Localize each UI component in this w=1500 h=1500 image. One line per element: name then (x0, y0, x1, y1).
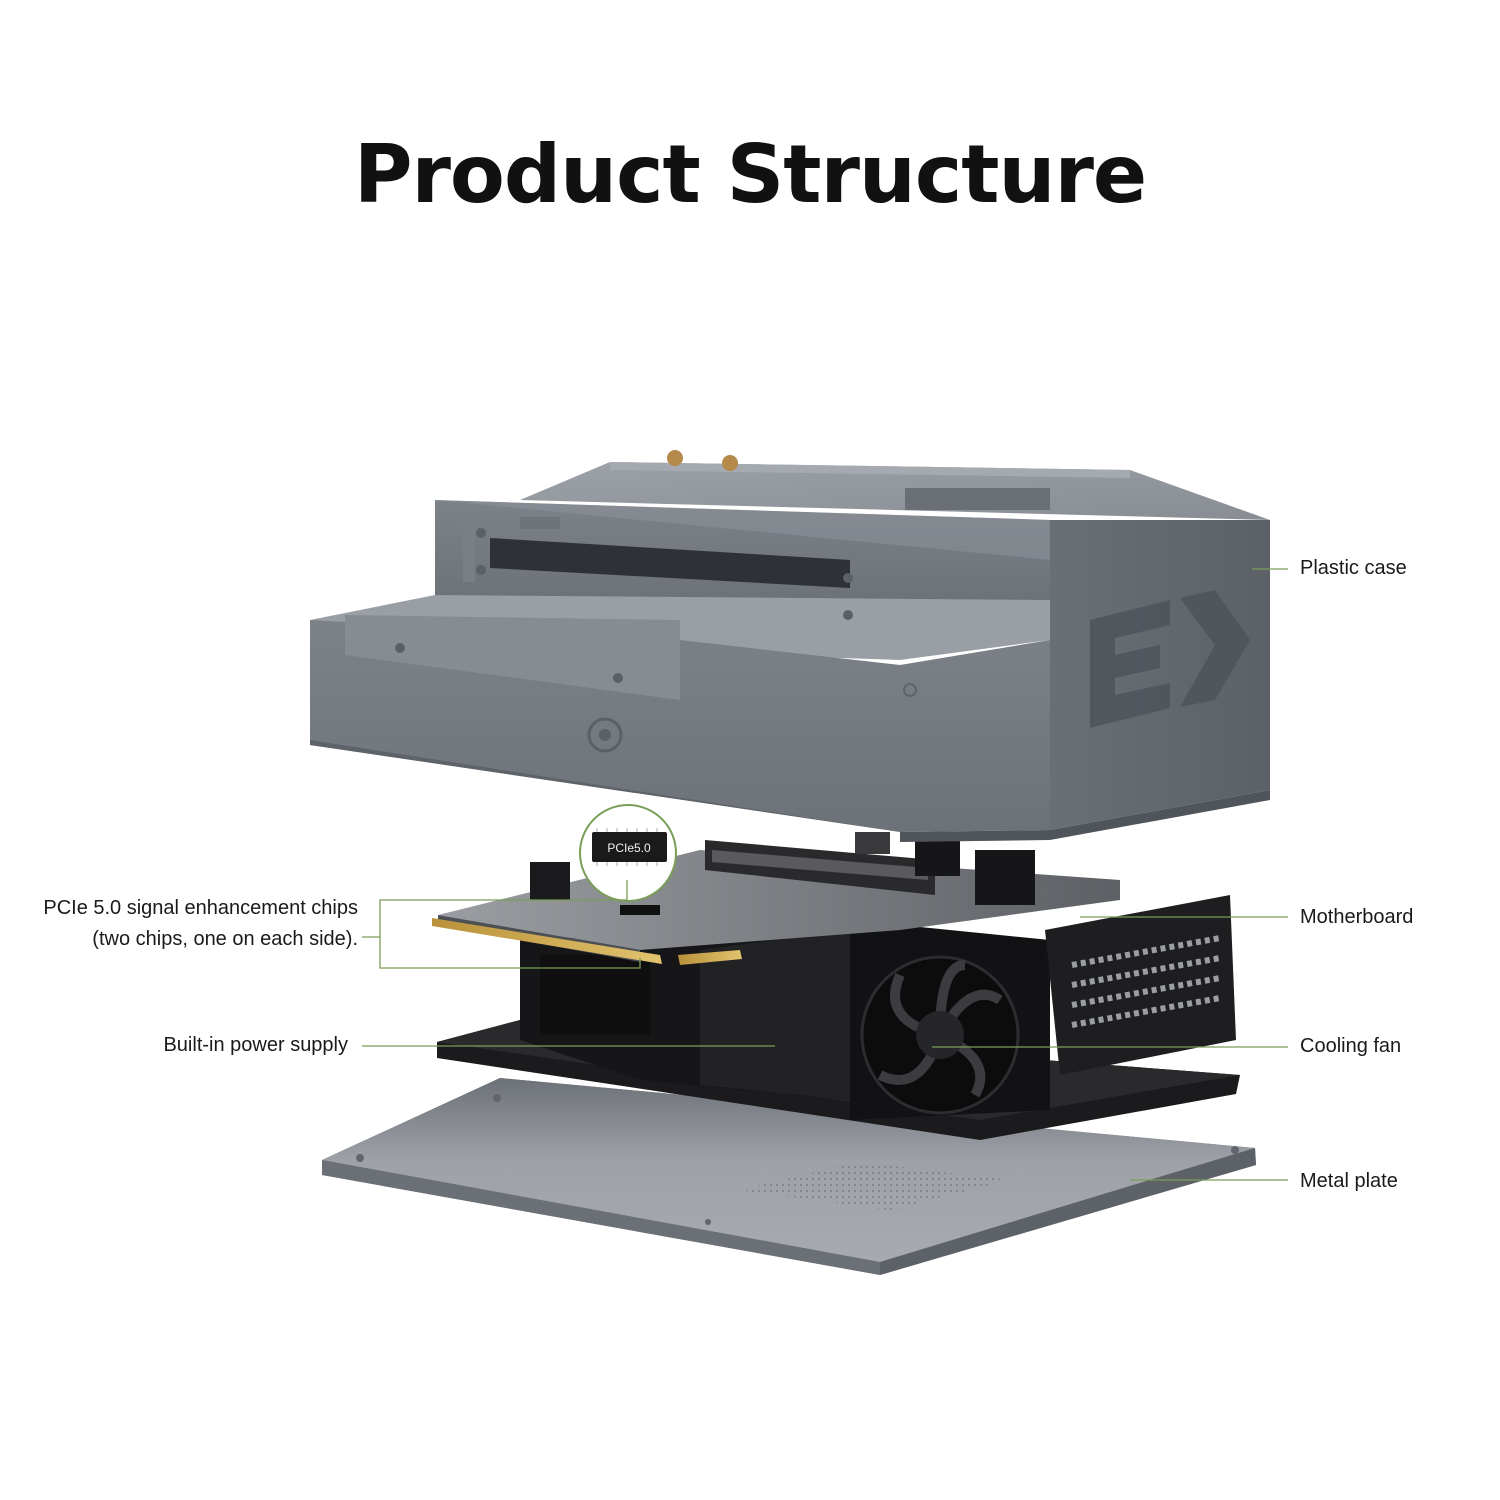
leader-pcie-bottom (379, 937, 641, 969)
motherboard-assembly (432, 832, 1240, 1140)
label-built-in-power-supply: Built-in power supply (163, 1034, 348, 1056)
leader-lines (362, 568, 1288, 1181)
plastic-case (310, 450, 1270, 842)
label-pcie-chips-line2: (two chips, one on each side). (92, 928, 358, 950)
page-title: Product Structure (353, 128, 1147, 221)
pcie-chip-callout: PCIe5.0 (579, 804, 677, 902)
label-cooling-fan: Cooling fan (1300, 1035, 1402, 1057)
label-metal-plate: Metal plate (1300, 1170, 1398, 1192)
leader-pcie-top (362, 880, 628, 938)
label-motherboard: Motherboard (1300, 906, 1414, 928)
pcie-chip-callout-text: PCIe5.0 (607, 841, 651, 855)
label-plastic-case: Plastic case (1300, 557, 1407, 579)
label-pcie-chips-line1: PCIe 5.0 signal enhancement chips (43, 897, 358, 919)
